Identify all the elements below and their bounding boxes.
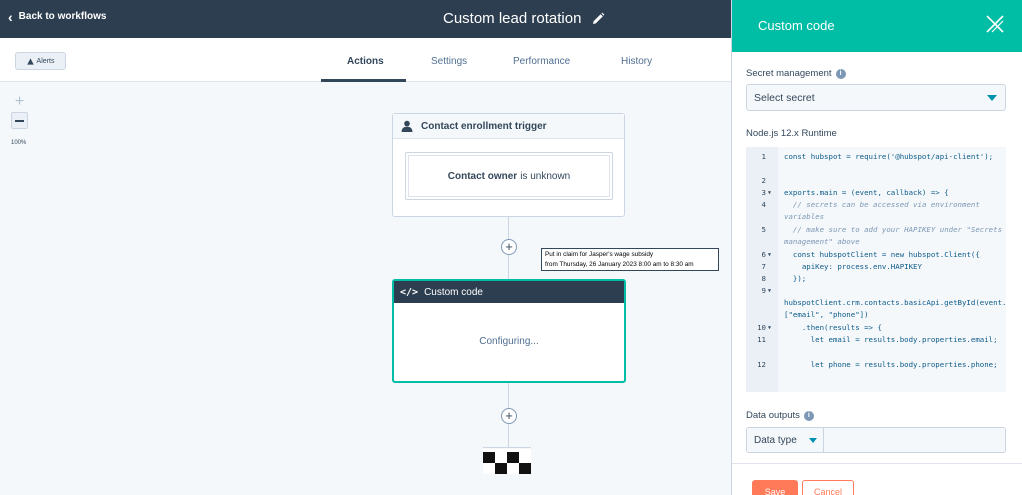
workflow-title[interactable]: Custom lead rotation — [443, 10, 605, 27]
runtime-label-text: Node.js 12.x Runtime — [746, 128, 837, 139]
filter-property: Contact owner — [447, 170, 518, 182]
code-text: let email = results.body.properties.emai… — [784, 335, 998, 344]
action-title: Custom code — [424, 286, 483, 298]
secret-select[interactable]: Select secret — [746, 84, 1006, 111]
secret-management-text: Secret management — [746, 68, 832, 79]
fold-arrow-icon[interactable]: ▼ — [768, 325, 772, 331]
line-number: 8 — [761, 274, 766, 283]
save-button[interactable]: Save — [752, 480, 798, 495]
tab-settings[interactable]: Settings — [431, 56, 468, 67]
trigger-filter[interactable]: Contact owner is unknown — [405, 152, 613, 200]
line-number: 11 — [757, 335, 766, 344]
close-icon[interactable] — [984, 13, 1006, 35]
trigger-header: Contact enrollment trigger — [393, 114, 624, 139]
data-type-select[interactable]: Data type — [746, 427, 824, 453]
custom-code-action-card[interactable]: </> Custom code Configuring... — [392, 279, 626, 383]
fold-arrow-icon[interactable]: ▼ — [768, 252, 772, 258]
enrollment-trigger-card[interactable]: Contact enrollment trigger Contact owner… — [392, 113, 625, 217]
workflow-title-text: Custom lead rotation — [443, 10, 582, 27]
line-number: 12 — [757, 360, 766, 369]
line-number: 3 — [761, 188, 766, 197]
code-text: const hubspotClient = new hubspot.Client… — [784, 250, 980, 259]
code-text: apiKey: process.env.HAPIKEY — [784, 262, 922, 271]
action-header: </> Custom code — [394, 281, 624, 303]
output-name-input[interactable] — [824, 427, 1006, 453]
trigger-title: Contact enrollment trigger — [421, 120, 547, 132]
code-text: let phone = results.body.properties.phon… — [784, 360, 998, 369]
code-text: // secrets can be accessed via environme… — [784, 200, 985, 221]
workflow-header: ‹ Back to workflows Custom lead rotation — [0, 0, 731, 38]
alerts-button[interactable]: Alerts — [15, 52, 66, 70]
line-number-gutter — [746, 147, 778, 392]
active-tab-indicator — [321, 79, 406, 82]
code-editor[interactable]: 1 const hubspot = require('@hubspot/api-c… — [746, 147, 1006, 392]
panel-footer: Save Cancel — [732, 463, 1022, 495]
tooltip-line: Put in claim for Jasper's wage subsidy — [545, 251, 654, 258]
line-number: 7 — [761, 262, 766, 271]
filter-condition: is unknown — [520, 170, 571, 182]
code-text: .then(results => { — [784, 323, 882, 332]
line-number: 1 — [761, 152, 766, 161]
line-number: 2 — [761, 176, 766, 185]
caret-down-icon — [809, 438, 817, 443]
panel-header: Custom code — [732, 0, 1022, 52]
secret-management-label: Secret management i — [746, 68, 846, 79]
zoom-out-button[interactable] — [11, 112, 28, 129]
fold-arrow-icon[interactable]: ▼ — [768, 288, 772, 294]
code-icon: </> — [400, 286, 419, 298]
info-icon[interactable]: i — [835, 68, 846, 79]
zoom-level: 100% — [11, 140, 27, 146]
data-outputs-label: Data outputs i — [746, 410, 814, 421]
code-text: }); — [784, 274, 807, 283]
code-text: const hubspot = require('@hubspot/api-cl… — [784, 152, 994, 161]
add-action-button[interactable]: + — [501, 239, 517, 255]
pencil-icon[interactable] — [591, 12, 605, 26]
workflow-tab-bar: Alerts Actions Settings Performance Hist… — [0, 38, 731, 82]
back-to-workflows-link[interactable]: ‹ Back to workflows — [8, 8, 107, 25]
zoom-in-button[interactable]: + — [14, 93, 25, 110]
data-type-label: Data type — [754, 435, 797, 446]
runtime-label: Node.js 12.x Runtime — [746, 128, 837, 139]
code-text: hubspotClient.crm.contacts.basicApi.getB… — [784, 298, 1006, 319]
fold-arrow-icon[interactable]: ▼ — [768, 190, 772, 196]
checkered-flag-icon — [483, 447, 531, 474]
alerts-label: Alerts — [36, 57, 55, 65]
line-number: 6 — [761, 250, 766, 259]
line-number: 10 — [757, 323, 766, 332]
line-number: 9 — [761, 286, 766, 295]
chevron-left-icon: ‹ — [8, 8, 13, 25]
person-icon — [401, 120, 413, 132]
line-number: 5 — [761, 225, 766, 234]
code-text: exports.main = (event, callback) => { — [784, 188, 949, 197]
custom-code-panel: Custom code Secret management i Select s… — [731, 0, 1022, 495]
add-action-button[interactable]: + — [501, 408, 517, 424]
warning-icon — [26, 57, 34, 65]
cancel-button[interactable]: Cancel — [802, 480, 854, 495]
code-text: // make sure to add your HAPIKEY under "… — [784, 225, 1003, 246]
line-number: 4 — [761, 200, 766, 209]
tooltip-line: from Thursday, 26 January 2023 8:00 am t… — [545, 261, 694, 268]
data-outputs-text: Data outputs — [746, 410, 800, 421]
secret-select-value: Select secret — [754, 92, 815, 104]
caret-down-icon — [987, 95, 997, 101]
action-status: Configuring... — [479, 336, 539, 347]
back-link-label: Back to workflows — [18, 11, 107, 22]
tab-actions[interactable]: Actions — [347, 56, 384, 67]
tab-performance[interactable]: Performance — [513, 56, 571, 67]
info-icon[interactable]: i — [803, 410, 814, 421]
tab-history[interactable]: History — [621, 56, 653, 67]
panel-title: Custom code — [758, 18, 835, 33]
tooltip: Put in claim for Jasper's wage subsidy f… — [541, 248, 719, 271]
